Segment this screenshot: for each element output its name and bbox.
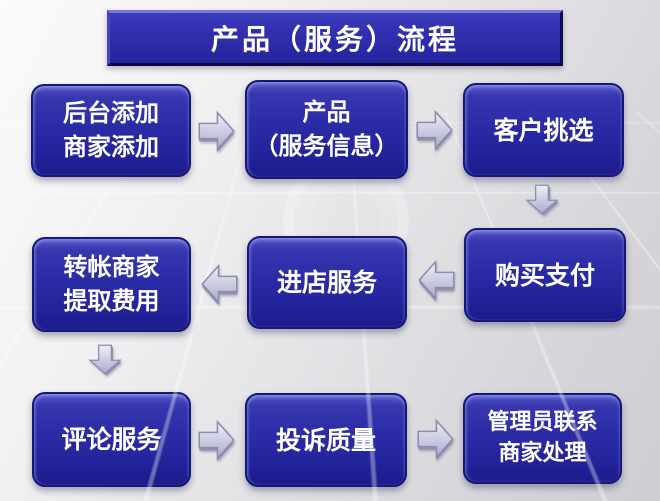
node-review-service: 评论服务 <box>32 392 191 487</box>
node-label-line: 提取费用 <box>63 286 160 315</box>
arrow-right-icon <box>197 108 236 154</box>
node-label-line: 购买支付 <box>494 260 595 290</box>
arrow-left-icon <box>200 261 239 307</box>
node-in-store-service: 进店服务 <box>247 236 407 329</box>
arrow-down-icon <box>86 342 124 377</box>
node-product-service-info: 产品 （服务信息） <box>245 80 408 179</box>
arrow-right-icon <box>416 416 455 462</box>
node-label-line: 产品 <box>302 97 351 126</box>
node-label-line: 评论服务 <box>61 425 162 454</box>
node-backend-add: 后台添加 商家添加 <box>31 84 191 177</box>
node-transfer-merchant-fee: 转帐商家 提取费用 <box>32 237 191 332</box>
arrow-left-icon <box>417 257 456 303</box>
node-admin-contact: 管理员联系 商家处理 <box>463 393 622 484</box>
node-label-line: 商家处理 <box>498 440 587 466</box>
diagram-title: 产品（服务）流程 <box>210 23 459 56</box>
node-customer-select: 客户挑选 <box>463 83 624 177</box>
node-label-line: 转帐商家 <box>63 252 160 281</box>
arrow-right-icon <box>415 107 454 153</box>
diagram-title-bar: 产品（服务）流程 <box>107 10 563 66</box>
node-label-line: 客户挑选 <box>493 115 594 145</box>
node-label-line: 后台添加 <box>63 98 159 127</box>
node-complaint-quality: 投诉质量 <box>245 393 407 487</box>
node-purchase-pay: 购买支付 <box>464 228 626 322</box>
node-label-line: （服务信息） <box>254 131 399 160</box>
arrow-down-icon <box>523 183 561 216</box>
node-label-line: 进店服务 <box>276 268 377 297</box>
node-label-line: 投诉质量 <box>275 425 376 455</box>
node-label-line: 商家添加 <box>63 132 159 161</box>
arrow-right-icon <box>197 417 236 463</box>
node-label-line: 管理员联系 <box>487 409 598 435</box>
